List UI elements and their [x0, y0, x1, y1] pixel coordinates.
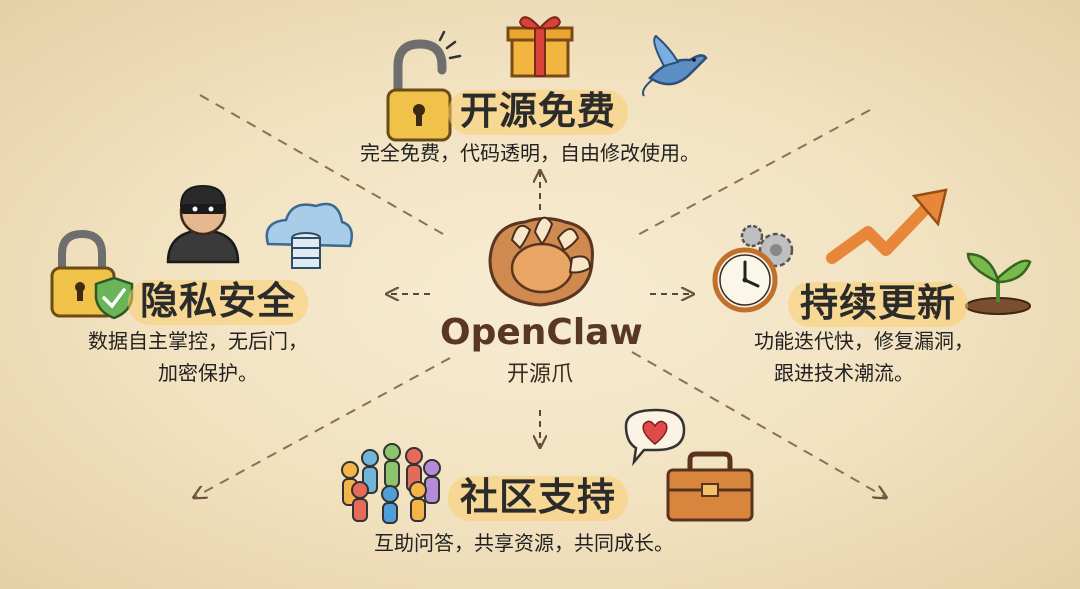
feature-left-title: 隐私安全 — [128, 270, 309, 325]
diagonal-line-bottom-right — [631, 351, 885, 497]
feature-left-desc-line1: 数据自主掌控，无后门， — [88, 329, 308, 353]
padlock-open-icon — [386, 30, 462, 142]
feature-bottom-desc: 互助问答，共享资源，共同成长。 — [374, 531, 674, 555]
clock-gear-icon — [712, 224, 794, 313]
toolbox-icon — [666, 451, 754, 522]
sprout-icon — [965, 252, 1032, 315]
padlock-shield-icon — [50, 229, 134, 320]
diagonal-line-top-left — [199, 94, 451, 239]
feature-top-desc: 完全免费，代码透明，自由修改使用。 — [360, 141, 700, 165]
feature-right-title-text: 持续更新 — [800, 281, 957, 325]
feature-right-desc-line2: 跟进技术潮流。 — [774, 361, 914, 385]
feature-top-title: 开源免费 — [448, 80, 629, 135]
feature-top-title-text: 开源免费 — [460, 89, 617, 133]
title-highlight — [128, 280, 309, 325]
diagonal-line-top-right — [631, 109, 871, 239]
title-highlight — [448, 90, 629, 135]
title-highlight — [448, 476, 629, 521]
feature-bottom-title-text: 社区支持 — [460, 475, 617, 519]
feature-right-title: 持续更新 — [788, 272, 969, 327]
center-subtitle: 开源爪 — [506, 362, 573, 387]
feature-bottom-title: 社区支持 — [448, 466, 629, 521]
diagonal-line-bottom-left — [195, 357, 451, 497]
feature-left-title-text: 隐私安全 — [140, 279, 297, 323]
feature-left-desc-line2: 加密保护。 — [158, 361, 258, 385]
people-circle-icon — [341, 443, 441, 524]
heart-bubble-icon — [624, 408, 686, 467]
cloud-database-icon — [265, 202, 353, 269]
feature-right-desc-line1: 功能迭代快，修复漏洞， — [754, 329, 974, 353]
burglar-icon — [166, 184, 240, 264]
bird-icon — [642, 34, 708, 97]
claw-icon — [488, 216, 594, 307]
center-name: OpenClaw — [440, 312, 643, 353]
gift-icon — [506, 16, 574, 78]
title-highlight — [788, 282, 969, 327]
trend-arrow-icon — [826, 188, 948, 264]
